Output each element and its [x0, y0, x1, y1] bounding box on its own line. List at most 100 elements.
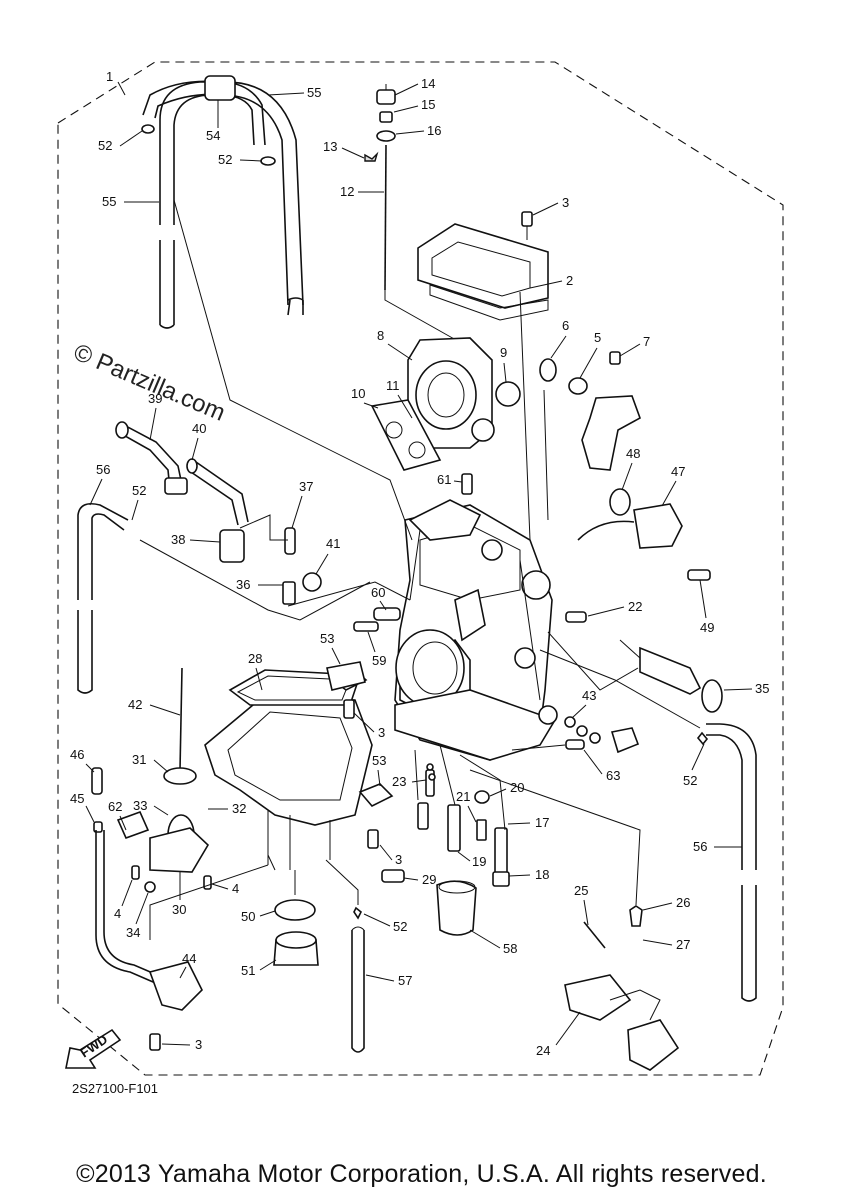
callout-61: 61: [437, 472, 451, 487]
drain-plug: [273, 899, 319, 966]
callout-16: 16: [427, 123, 441, 138]
callout-52: 52: [393, 919, 407, 934]
callout-10: 10: [351, 386, 365, 401]
accelerator-pump: [91, 667, 212, 893]
callout-29: 29: [422, 872, 436, 887]
callout-47: 47: [671, 464, 685, 479]
pipe-58: [436, 880, 477, 936]
starter-plunger: [619, 639, 723, 713]
callout-51: 51: [241, 963, 255, 978]
callout-62: 62: [108, 799, 122, 814]
callout-17: 17: [535, 815, 549, 830]
callout-27: 27: [676, 937, 690, 952]
callout-53: 53: [320, 631, 334, 646]
callout-60: 60: [371, 585, 385, 600]
assembly-boundary: [57, 61, 784, 1076]
top-cover: [417, 211, 549, 321]
callout-42: 42: [128, 697, 142, 712]
callout-5: 5: [594, 330, 601, 345]
carburetor-body: [394, 499, 558, 761]
callout-37: 37: [299, 479, 313, 494]
callout-14: 14: [421, 76, 435, 91]
throttle-lever: [539, 351, 641, 471]
drain-hoses: [77, 502, 757, 1002]
callout-49: 49: [700, 620, 714, 635]
copyright-notice: ©2013 Yamaha Motor Corporation, U.S.A. A…: [76, 1160, 767, 1188]
callout-48: 48: [626, 446, 640, 461]
callout-52: 52: [98, 138, 112, 153]
callout-30: 30: [172, 902, 186, 917]
callout-46: 46: [70, 747, 84, 762]
callout-22: 22: [628, 599, 642, 614]
callout-labels: 1 14 55 15 16 54 52 13 52 12 55 3 2 6 5 …: [70, 69, 769, 1058]
callout-43: 43: [582, 688, 596, 703]
callout-57: 57: [398, 973, 412, 988]
callout-20: 20: [510, 780, 524, 795]
reference-lines: [139, 199, 701, 940]
callout-39: 39: [148, 391, 162, 406]
callout-55: 55: [307, 85, 321, 100]
callout-8: 8: [377, 328, 384, 343]
callout-52: 52: [218, 152, 232, 167]
callout-3: 3: [195, 1037, 202, 1052]
callout-54: 54: [206, 128, 220, 143]
float-bowl: [204, 667, 394, 870]
callout-11: 11: [386, 378, 400, 393]
callout-35: 35: [755, 681, 769, 696]
forward-direction-arrow: FWD: [65, 1028, 122, 1069]
callout-56: 56: [96, 462, 110, 477]
hose-joint: [204, 75, 236, 101]
callout-28: 28: [248, 651, 262, 666]
callout-58: 58: [503, 941, 517, 956]
diagram-code: 2S27100-F101: [72, 1081, 158, 1096]
callout-44: 44: [182, 951, 196, 966]
callout-9: 9: [500, 345, 507, 360]
callout-21: 21: [456, 789, 470, 804]
jets: [381, 769, 510, 887]
pump-hose: [95, 830, 203, 1051]
callout-7: 7: [643, 334, 650, 349]
callout-52: 52: [132, 483, 146, 498]
watermark: © Partzilla.com: [70, 339, 229, 427]
callout-4: 4: [232, 881, 239, 896]
callout-19: 19: [472, 854, 486, 869]
callout-3: 3: [395, 852, 402, 867]
fuel-inlet: [115, 421, 322, 605]
brackets-and-screws: [326, 473, 680, 1071]
callout-36: 36: [236, 577, 250, 592]
small-fittings: [564, 611, 709, 754]
callout-3: 3: [562, 195, 569, 210]
callout-45: 45: [70, 791, 84, 806]
callout-53: 53: [372, 753, 386, 768]
callout-59: 59: [372, 653, 386, 668]
callout-13: 13: [323, 139, 337, 154]
callout-25: 25: [574, 883, 588, 898]
callout-6: 6: [562, 318, 569, 333]
callout-15: 15: [421, 97, 435, 112]
callout-34: 34: [126, 925, 140, 940]
callout-18: 18: [535, 867, 549, 882]
callout-38: 38: [171, 532, 185, 547]
callout-23: 23: [392, 774, 406, 789]
callout-12: 12: [340, 184, 354, 199]
callout-41: 41: [326, 536, 340, 551]
callout-33: 33: [133, 798, 147, 813]
callout-2: 2: [566, 273, 573, 288]
callout-40: 40: [192, 421, 206, 436]
throttle-valve: [370, 337, 521, 471]
callout-56: 56: [693, 839, 707, 854]
callout-55: 55: [102, 194, 116, 209]
callout-4: 4: [114, 906, 121, 921]
callout-1: 1: [106, 69, 113, 84]
callout-31: 31: [132, 752, 146, 767]
callout-3: 3: [378, 725, 385, 740]
callout-63: 63: [606, 768, 620, 783]
callout-50: 50: [241, 909, 255, 924]
callout-52: 52: [683, 773, 697, 788]
overflow-hose: [351, 926, 365, 1053]
throttle-position-sensor: [577, 488, 711, 581]
vent-hose-assembly: [141, 75, 304, 329]
jet-needle-parts: [364, 84, 457, 341]
callout-24: 24: [536, 1043, 550, 1058]
